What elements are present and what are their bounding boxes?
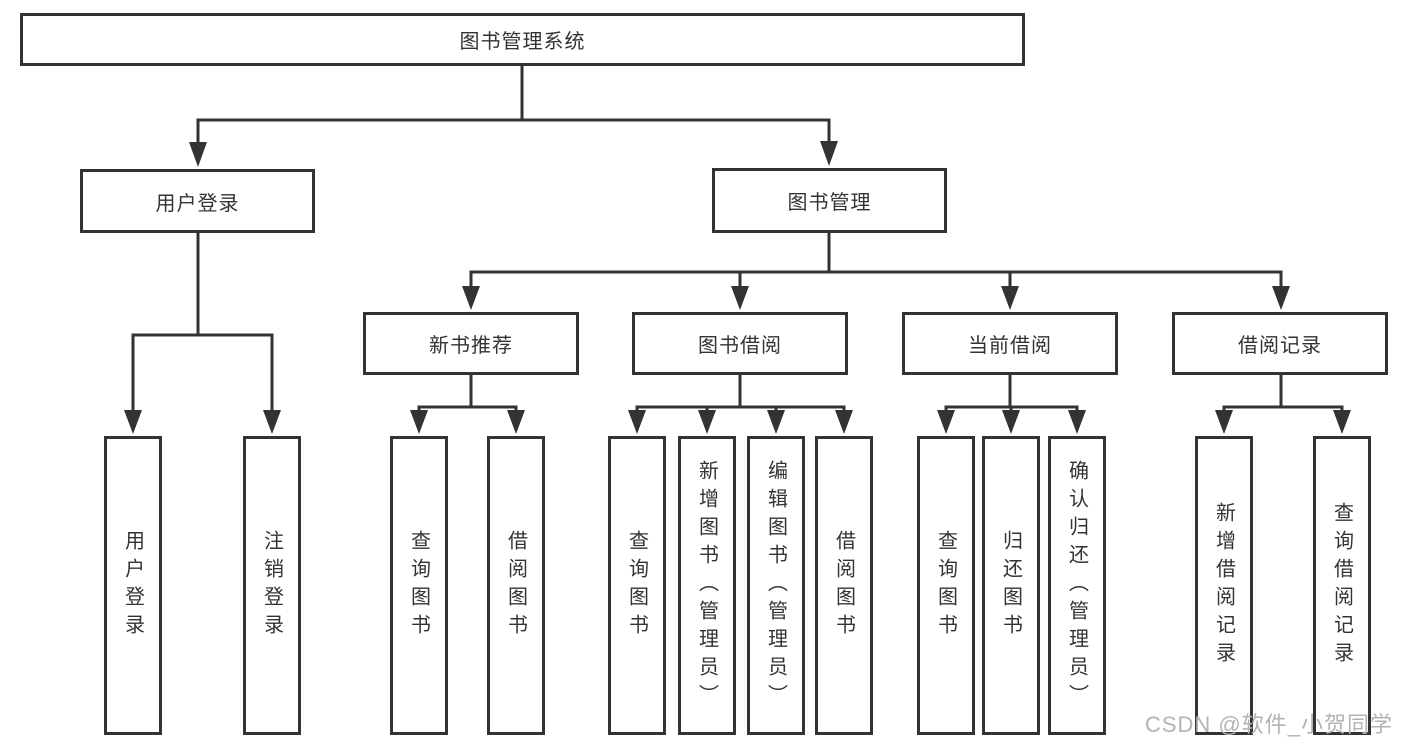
leaf-user-login: 用户登录: [104, 436, 162, 735]
leaf-label: 查询借阅记录: [1330, 501, 1353, 670]
leaf-add-borrow-record: 新增借阅记录: [1195, 436, 1253, 735]
node-label: 图书管理系统: [459, 31, 586, 53]
leaf-query-borrow-record: 查询借阅记录: [1313, 436, 1371, 735]
leaf-borrow-books-recommend: 借阅图书: [487, 436, 545, 735]
leaf-query-books-borrow: 查询图书: [608, 436, 666, 735]
node-label: 借阅记录: [1238, 335, 1322, 357]
leaf-label: 归还图书: [999, 529, 1022, 642]
leaf-label: 查询图书: [407, 529, 430, 642]
leaf-label: 注销登录: [260, 529, 283, 642]
node-current-borrow: 当前借阅: [902, 312, 1118, 375]
leaf-label: 确认归还（管理员）: [1065, 459, 1088, 712]
csdn-watermark: CSDN @软件_小贺同学: [1144, 712, 1393, 737]
leaf-query-books-recommend: 查询图书: [390, 436, 448, 735]
leaf-edit-books-admin: 编辑图书（管理员）: [747, 436, 805, 735]
leaf-query-books-current: 查询图书: [917, 436, 975, 735]
node-library-management-system: 图书管理系统: [20, 13, 1025, 66]
leaf-borrow-books: 借阅图书: [815, 436, 873, 735]
leaf-label: 查询图书: [625, 529, 648, 642]
node-label: 新书推荐: [429, 335, 513, 357]
leaf-label: 编辑图书（管理员）: [764, 459, 787, 712]
node-borrow-records: 借阅记录: [1172, 312, 1388, 375]
leaf-label: 查询图书: [934, 529, 957, 642]
node-user-login: 用户登录: [80, 169, 315, 233]
leaf-return-books: 归还图书: [982, 436, 1040, 735]
node-book-borrow: 图书借阅: [632, 312, 848, 375]
leaf-label: 借阅图书: [504, 529, 527, 642]
node-label: 图书借阅: [698, 335, 782, 357]
leaf-label: 用户登录: [121, 529, 144, 642]
node-label: 图书管理: [787, 192, 872, 214]
node-label: 当前借阅: [968, 335, 1052, 357]
leaf-label: 新增图书（管理员）: [695, 459, 718, 712]
leaf-logout: 注销登录: [243, 436, 301, 735]
node-label: 用户登录: [155, 192, 240, 215]
arrowheads: [124, 141, 1351, 434]
leaf-label: 借阅图书: [832, 529, 855, 642]
leaf-confirm-return-admin: 确认归还（管理员）: [1048, 436, 1106, 735]
leaf-label: 新增借阅记录: [1212, 501, 1235, 670]
node-new-book-recommend: 新书推荐: [363, 312, 579, 375]
node-book-management: 图书管理: [712, 168, 947, 233]
leaf-add-books-admin: 新增图书（管理员）: [678, 436, 736, 735]
